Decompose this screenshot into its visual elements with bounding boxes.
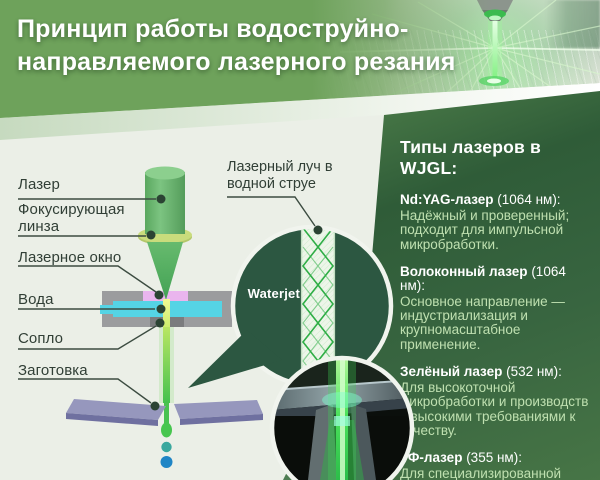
label-water: Вода (18, 291, 54, 308)
label-focusing-lens: Фокусирующая линза (18, 201, 125, 235)
laser-type-uv: УФ-лазер (355 нм): Для специализированно… (400, 451, 594, 480)
title-line-2: направляемого лазерного резания (17, 48, 456, 76)
label-laser: Лазер (18, 176, 60, 193)
photo-circle-tail (283, 452, 322, 480)
nozzle-part (150, 315, 184, 327)
focusing-lens-shape (138, 227, 192, 243)
waterjet-stripe (300, 229, 336, 383)
jet-below-workpiece (164, 403, 169, 425)
laser-types-panel: Типы лазеров в WJGL: Nd:YAG-лазер (1064 … (353, 91, 600, 480)
jet-glow (159, 327, 174, 403)
page-title: Принцип работы водоструйно- направляемог… (17, 13, 577, 79)
laser-window-shape (143, 291, 188, 303)
label-dots (146, 194, 166, 411)
photo-beam-glow (328, 358, 356, 480)
nozzle-dot (155, 318, 165, 328)
laser-cylinder (145, 172, 185, 234)
label-workpiece: Заготовка (18, 362, 88, 379)
laser-head (138, 166, 192, 300)
laser-type-heading: Зелёный лазер (532 нм): (400, 364, 562, 380)
droplets (160, 422, 173, 468)
title-line-1: Принцип работы водоструйно- (17, 15, 409, 43)
panel-title: Типы лазеров в WJGL: (400, 137, 541, 178)
callout-dot (313, 225, 323, 235)
workpiece-shape (66, 399, 263, 426)
lens-shadow (138, 229, 192, 245)
callout-tail (188, 330, 282, 388)
laser-type-heading: Волоконный лазер (1064 нм): (400, 263, 566, 293)
water-inlet (100, 305, 116, 314)
water-guided-beam (159, 299, 174, 425)
laser-type-description: Для специализированной микрофабрикации; … (400, 466, 562, 480)
kerf-wall-left (308, 404, 337, 480)
workpiece-dot (150, 401, 160, 411)
label-laser-window: Лазерное окно (18, 249, 122, 266)
waterjet-callout (188, 224, 394, 388)
jet-column (163, 327, 170, 403)
lens-dot (146, 230, 156, 240)
window-dot (154, 290, 164, 300)
laser-type-heading: УФ-лазер (355 нм): (400, 450, 522, 466)
photo-beam-core (340, 358, 345, 480)
jet-in-nozzle (163, 299, 170, 327)
water-dot (156, 304, 166, 314)
droplet-teal (161, 441, 172, 453)
photo-beam (336, 358, 348, 480)
housing-block (102, 291, 232, 327)
laser-type-description: Надёжный и проверенный; подходит для имп… (400, 208, 570, 252)
droplet-green (161, 422, 172, 438)
droplet-blue (160, 456, 173, 468)
water-channel (113, 301, 222, 317)
nozzle-assembly (100, 291, 232, 327)
laser-type-description: Для высокоточной микробработки и произво… (400, 380, 589, 438)
callout-pointer (227, 196, 323, 235)
photo-cut-zone (334, 416, 350, 426)
laser-type-heading: Nd:YAG-лазер (1064 нм): (400, 192, 561, 207)
label-waterjet: Waterjet (247, 286, 300, 301)
label-nozzle: Сопло (18, 330, 64, 347)
laser-cylinder-top (145, 166, 185, 180)
label-laser-beam-in-jet: Лазерный луч в водной струе (227, 159, 333, 192)
laser-type-fiber: Волоконный лазер (1064 нм): Основное нап… (400, 263, 594, 352)
laser-type-ndyag: Nd:YAG-лазер (1064 нм): Надёжный и прове… (400, 193, 594, 252)
laser-dot (156, 194, 166, 204)
focused-beam-cone (147, 242, 183, 300)
photo-impact-glow (322, 392, 362, 408)
laser-type-green: Зелёный лазер (532 нм): Для высокоточной… (400, 365, 594, 438)
laser-type-description: Основное направление — индустриализация … (400, 293, 565, 352)
